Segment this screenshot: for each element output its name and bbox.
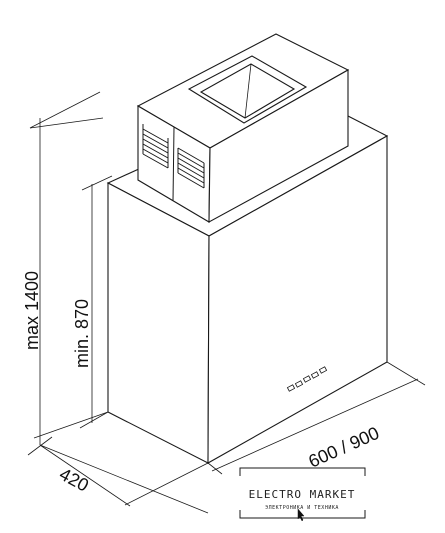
cursor-icon xyxy=(297,508,305,522)
vent-grille-right xyxy=(177,147,205,189)
electro-market-logo: ELECTRO MARKET ЭЛЕКТРОНИКА И ТЕХНИКА xyxy=(239,467,366,522)
dimension-min-height: min. 870 xyxy=(72,175,113,429)
dimension-max-height: max 1400 xyxy=(22,91,104,456)
vent-grille-left xyxy=(142,124,169,169)
logo-title: ELECTRO MARKET xyxy=(249,488,356,501)
dimension-width-label: 600 / 900 xyxy=(305,423,382,472)
control-panel xyxy=(286,366,328,392)
hood-body xyxy=(106,115,389,464)
logo-subtitle: ЭЛЕКТРОНИКА И ТЕХНИКА xyxy=(265,505,339,511)
dimension-depth-label: 420 xyxy=(56,464,92,496)
dimension-max-height-label: max 1400 xyxy=(22,271,42,350)
dimension-min-height-label: min. 870 xyxy=(72,299,92,368)
motor-box-side xyxy=(208,69,349,223)
motor-box xyxy=(136,33,350,223)
outlet-opening-inner xyxy=(199,63,296,119)
